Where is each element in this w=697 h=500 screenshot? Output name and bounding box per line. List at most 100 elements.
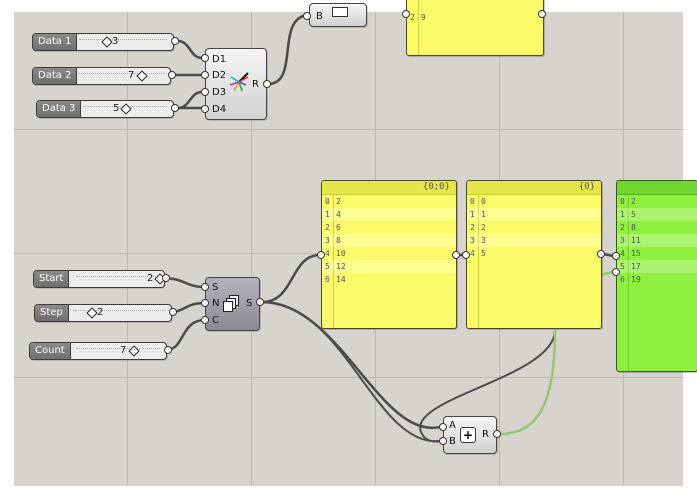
slider-value: 2 bbox=[97, 307, 104, 318]
panel1-in-port[interactable] bbox=[317, 251, 325, 259]
panel-divider bbox=[478, 195, 479, 328]
top-node-input-port[interactable] bbox=[303, 12, 311, 20]
top-node-input-label: B bbox=[316, 11, 323, 22]
slider-data-2[interactable]: Data 2 7 bbox=[32, 67, 171, 85]
slider-data-2-out-port[interactable] bbox=[168, 71, 176, 79]
chart-port-d2[interactable] bbox=[201, 71, 209, 79]
slider-step[interactable]: Step 2 bbox=[34, 304, 172, 322]
series-icon bbox=[223, 295, 239, 312]
series-input-s: S bbox=[212, 282, 219, 293]
panel3-in-port[interactable] bbox=[612, 252, 620, 260]
series-component[interactable]: S N C S bbox=[205, 277, 260, 331]
slider-count-out-port[interactable] bbox=[164, 346, 172, 354]
slider-start[interactable]: Start 2 bbox=[33, 270, 166, 288]
slider-step-out-port[interactable] bbox=[169, 308, 177, 316]
top-panel[interactable]: 2 9 bbox=[406, 0, 544, 56]
panel2-in-port[interactable] bbox=[462, 251, 470, 259]
panel-path-header: {0;0} bbox=[322, 181, 456, 195]
slider-start-out-port[interactable] bbox=[162, 274, 170, 282]
panel2-out-port[interactable] bbox=[597, 250, 605, 258]
slider-data-1-out-port[interactable] bbox=[171, 37, 179, 45]
slider-track bbox=[79, 73, 164, 79]
series-input-n: N bbox=[212, 298, 220, 309]
add-port-r[interactable] bbox=[493, 430, 501, 438]
slider-track bbox=[76, 276, 158, 282]
chart-port-d1[interactable] bbox=[201, 54, 209, 62]
add-input-b: B bbox=[449, 436, 456, 447]
panel1-out-port[interactable] bbox=[452, 251, 460, 259]
add-input-a: A bbox=[449, 420, 456, 431]
slider-label: Count bbox=[30, 343, 71, 359]
slider-value: 5 bbox=[113, 103, 120, 114]
panel-divider bbox=[628, 195, 629, 371]
series-port-c-in[interactable] bbox=[201, 316, 209, 324]
top-panel-row: 2 9 bbox=[410, 13, 426, 22]
top-node[interactable]: B bbox=[309, 3, 367, 27]
slider-value: 3 bbox=[112, 36, 119, 47]
series-port-s-out[interactable] bbox=[256, 298, 264, 306]
add-port-a[interactable] bbox=[439, 423, 447, 431]
chart-port-d3[interactable] bbox=[201, 88, 209, 96]
slider-label: Step bbox=[35, 305, 69, 321]
top-node-icon bbox=[332, 7, 348, 17]
legend-chart-icon bbox=[229, 72, 249, 92]
slider-value: 7 bbox=[128, 70, 135, 81]
slider-label: Data 1 bbox=[33, 34, 78, 50]
slider-track bbox=[73, 310, 165, 316]
chart-input-d3: D3 bbox=[212, 87, 227, 98]
slider-label: Data 3 bbox=[37, 101, 82, 117]
top-panel-in-port[interactable] bbox=[402, 10, 410, 18]
series-output-s: S bbox=[246, 298, 253, 309]
panel-divider bbox=[333, 195, 334, 328]
panel-path-header: {0} bbox=[467, 181, 601, 195]
plus-icon: + bbox=[460, 427, 476, 443]
slider-data-1[interactable]: Data 1 3 bbox=[32, 33, 174, 51]
slider-value: 2 bbox=[147, 273, 154, 284]
slider-label: Data 2 bbox=[33, 68, 78, 84]
slider-data-3[interactable]: Data 3 5 bbox=[36, 100, 174, 118]
slider-track bbox=[76, 348, 160, 354]
chart-component[interactable]: D1 D2 D3 D4 R bbox=[205, 48, 267, 120]
chart-input-d2: D2 bbox=[212, 70, 227, 81]
chart-input-d4: D4 bbox=[212, 104, 227, 115]
slider-count[interactable]: Count 7 bbox=[29, 342, 167, 360]
slider-track bbox=[79, 39, 167, 45]
panel-path-header bbox=[617, 181, 697, 195]
add-port-b[interactable] bbox=[439, 437, 447, 445]
chart-port-d4[interactable] bbox=[201, 105, 209, 113]
add-output-r: R bbox=[482, 429, 489, 440]
chart-port-r[interactable] bbox=[263, 80, 271, 88]
panel3-in-port-2[interactable] bbox=[612, 268, 620, 276]
series-port-s-in[interactable] bbox=[201, 283, 209, 291]
top-panel-out-port[interactable] bbox=[538, 10, 546, 18]
series-port-n-in[interactable] bbox=[201, 299, 209, 307]
slider-label: Start bbox=[34, 271, 70, 287]
chart-input-d1: D1 bbox=[212, 54, 227, 65]
chart-output-r: R bbox=[252, 79, 259, 90]
slider-data-3-out-port[interactable] bbox=[171, 104, 179, 112]
slider-value: 7 bbox=[120, 345, 127, 356]
addition-component[interactable]: A B R + bbox=[443, 416, 497, 454]
